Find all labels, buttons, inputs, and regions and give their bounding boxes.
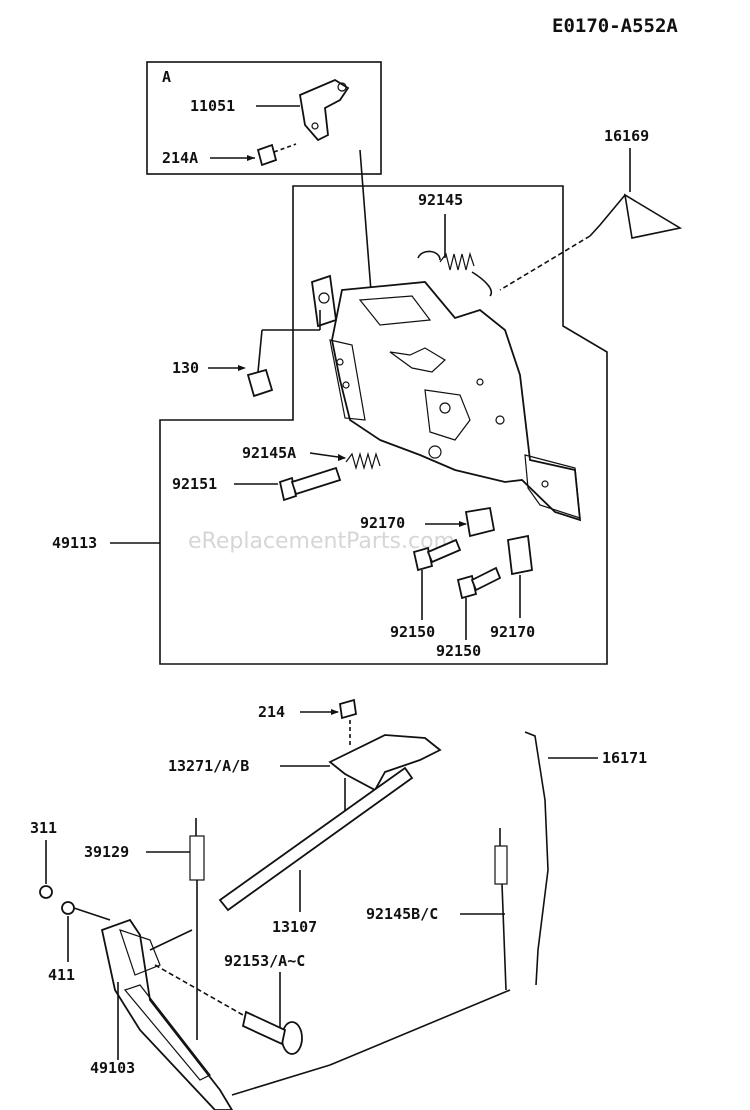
- bracket-hole: [337, 82, 347, 92]
- part-49103-label: 49103: [90, 1059, 135, 1077]
- part-11051-label: 11051: [190, 97, 235, 115]
- bracket-11051: [298, 78, 350, 142]
- leader-line: [149, 929, 193, 951]
- spring-92145: [417, 250, 492, 297]
- part-92150-label-left: 92150: [390, 623, 435, 641]
- rod-16171: [524, 731, 549, 986]
- bolt-130: [246, 310, 321, 398]
- control-bracket: [311, 274, 582, 522]
- part-92170-label-lower: 92170: [490, 623, 535, 641]
- arrow-head: [459, 521, 467, 527]
- shaft-13107: [218, 766, 414, 912]
- part-214-label: 214: [258, 703, 285, 721]
- part-49113-label: 49113: [52, 534, 97, 552]
- part-13271-label: 13271/A/B: [168, 757, 249, 775]
- bracket-hole: [311, 122, 319, 130]
- bolt-92153: [154, 964, 303, 1055]
- washer-411: [61, 901, 75, 915]
- part-311-label: 311: [30, 819, 57, 837]
- screw-92150-right: [456, 566, 502, 640]
- lever-49103: [100, 918, 234, 1110]
- watermark: eReplacementParts.com: [188, 529, 455, 554]
- nut-311: [39, 885, 53, 899]
- arrow-head: [238, 365, 246, 371]
- part-39129-label: 39129: [84, 843, 129, 861]
- part-92150-label-right: 92150: [436, 642, 481, 660]
- bolt-92151: [278, 466, 342, 502]
- leader-line: [329, 989, 511, 1066]
- leader-line: [231, 1064, 331, 1096]
- arrow-head: [247, 155, 255, 161]
- inset-a-label: A: [162, 68, 171, 86]
- clip-92170-upper: [464, 506, 496, 538]
- part-214a-label: 214A: [162, 149, 198, 167]
- leader-line: [73, 907, 111, 921]
- arrow-head: [331, 709, 339, 715]
- part-92145a-label: 92145A: [242, 444, 296, 462]
- spring-92145bc: [494, 828, 508, 991]
- part-16171-label: 16171: [602, 749, 647, 767]
- part-92145bc-label: 92145B/C: [366, 905, 438, 923]
- part-92153-label: 92153/A~C: [224, 952, 305, 970]
- part-16169-label: 16169: [604, 127, 649, 145]
- screw-214: [338, 698, 358, 720]
- spring-92145a: [345, 451, 381, 471]
- part-92170-label-upper: 92170: [360, 514, 405, 532]
- part-411-label: 411: [48, 966, 75, 984]
- part-92151-label: 92151: [172, 475, 217, 493]
- part-13107-label: 13107: [272, 918, 317, 936]
- screw-92150-left: [412, 538, 462, 620]
- wire-16169: [499, 193, 683, 291]
- part-92145-label: 92145: [418, 191, 463, 209]
- clip-92170-lower: [507, 534, 533, 576]
- part-130-label: 130: [172, 359, 199, 377]
- screw-214a: [256, 143, 278, 167]
- spring-39129: [189, 818, 205, 1040]
- plate-13271: [328, 734, 442, 792]
- assembly-49113-outline: [159, 185, 608, 665]
- inset-a-frame: [146, 61, 382, 175]
- diagram-code: E0170-A552A: [552, 15, 678, 37]
- screw-axis: [273, 143, 297, 153]
- arrow-head: [338, 454, 346, 461]
